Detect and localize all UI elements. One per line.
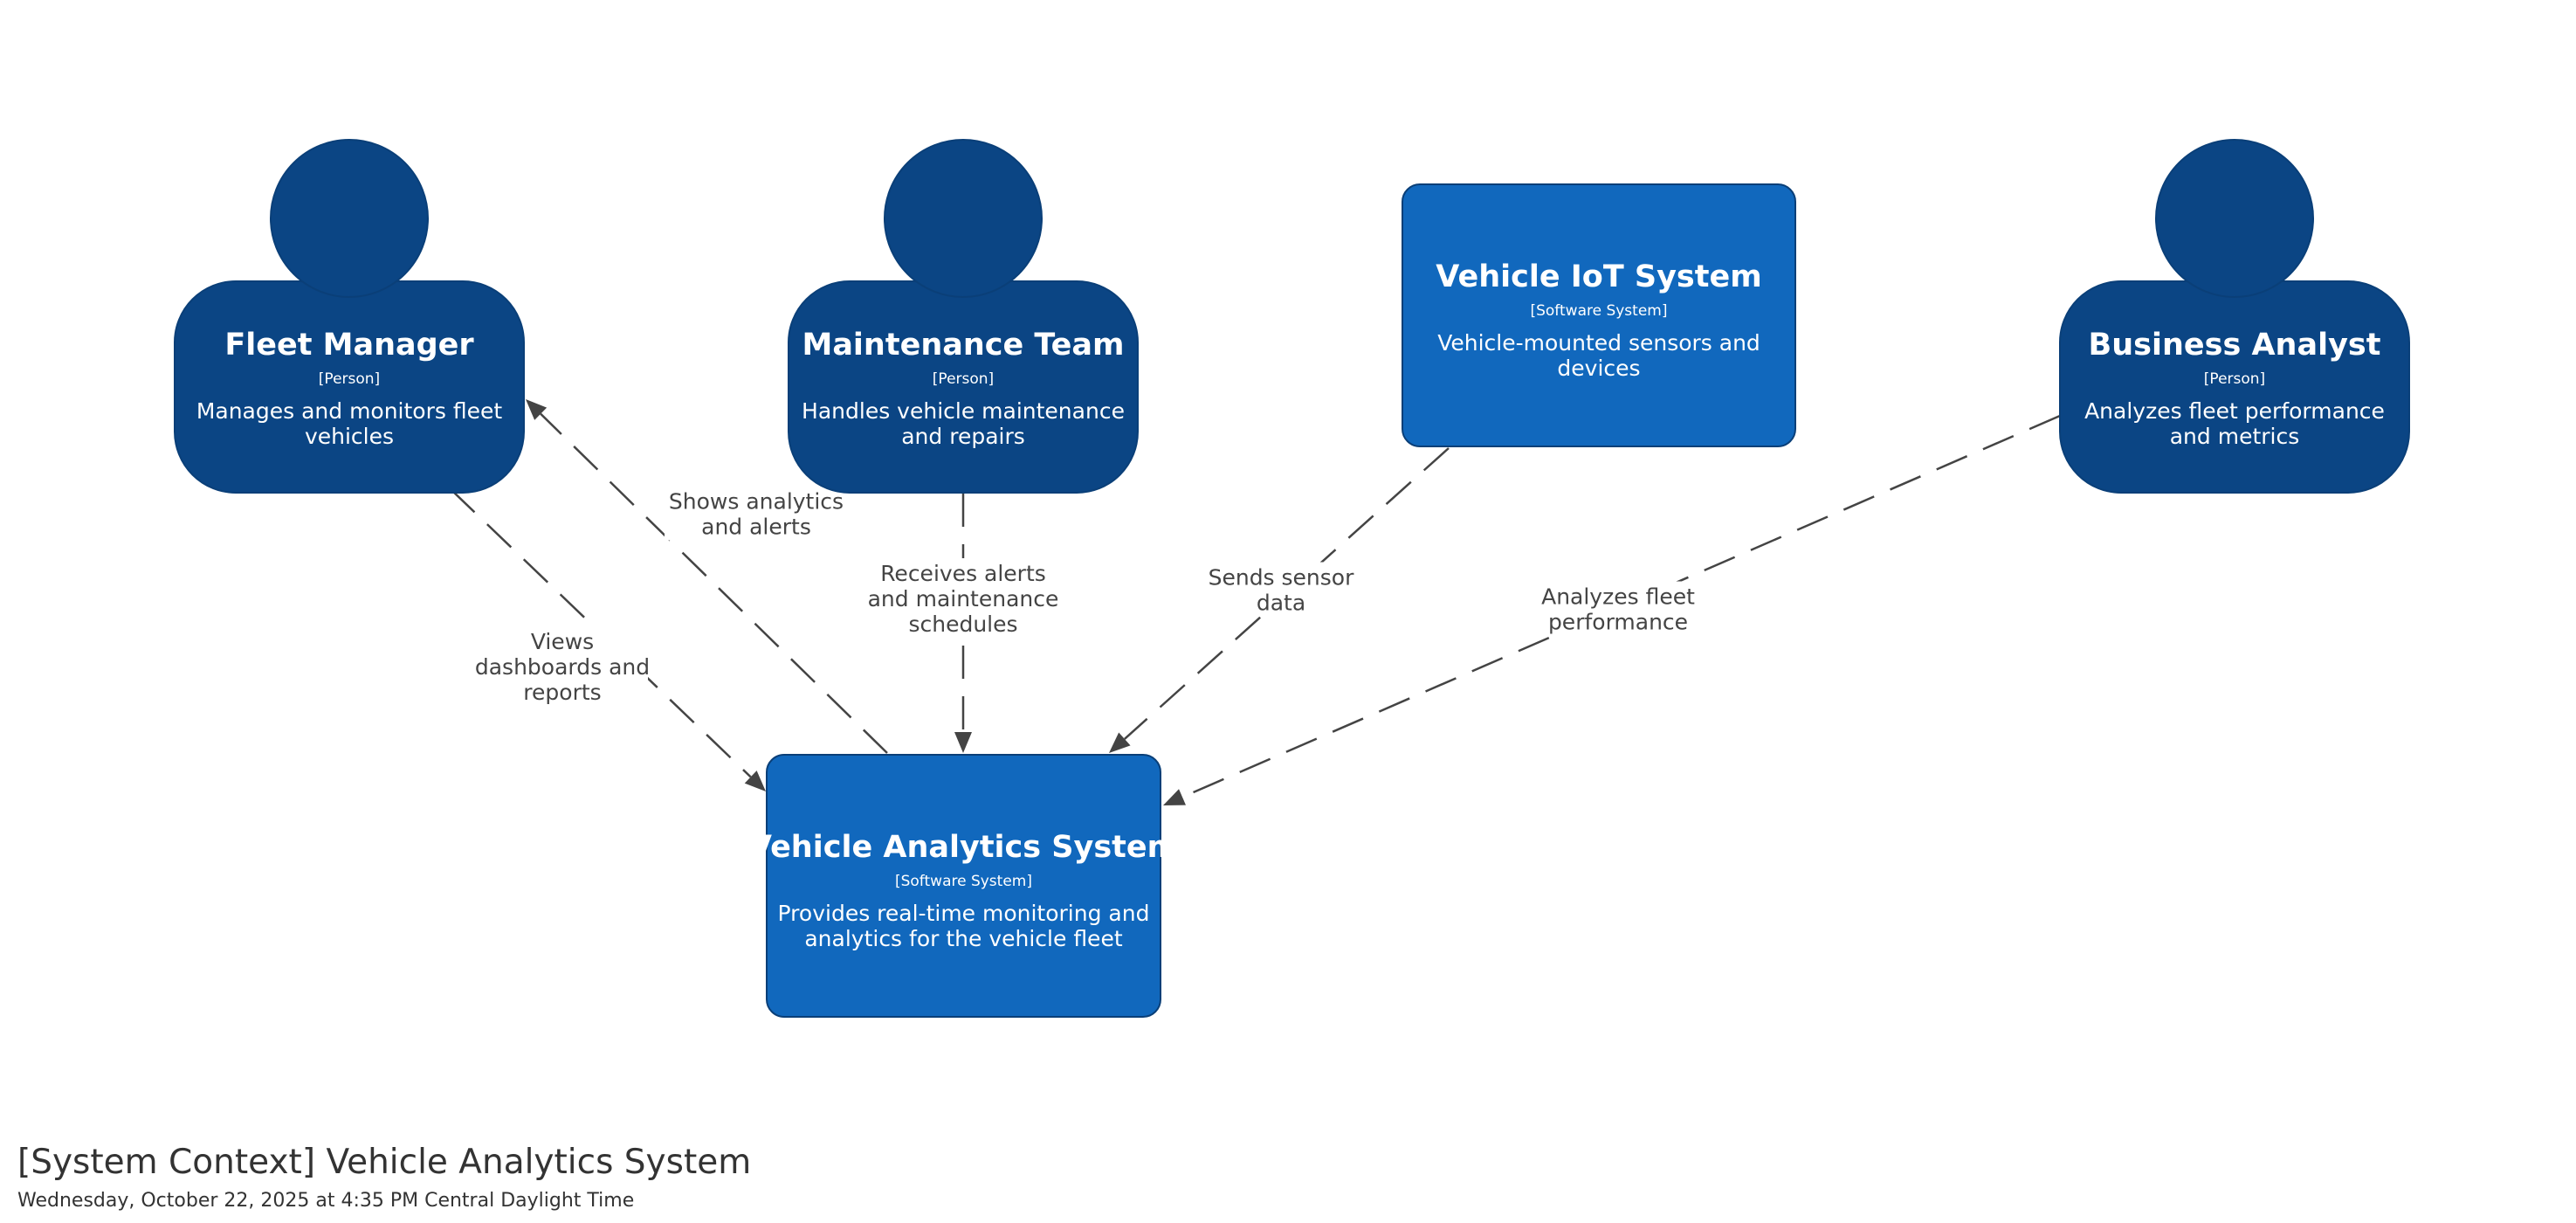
node-description-line: Handles vehicle maintenance (802, 398, 1125, 424)
node-type: [Software System] (1530, 302, 1667, 320)
edge-label-line: Shows analytics (669, 489, 844, 515)
node-fleet-manager[interactable]: Fleet Manager [Person] Manages and monitor… (174, 139, 525, 494)
edge-label-line: schedules (908, 612, 1017, 637)
edge-label-line: performance (1548, 610, 1688, 635)
node-description-line: devices (1557, 356, 1640, 381)
arrowhead-icon (1163, 789, 1186, 805)
edge-label-line: Receives alerts (880, 561, 1046, 586)
arrowhead-icon (954, 732, 972, 753)
edge-label-line: Analyzes fleet (1541, 584, 1695, 610)
person-head-icon (270, 139, 429, 298)
edge-label-line: and alerts (701, 515, 811, 540)
node-vehicle-analytics[interactable]: Vehicle Analytics System [Software System… (748, 754, 1179, 1018)
node-description-line: Manages and monitors fleet (196, 398, 503, 424)
edge-label-background (665, 486, 848, 541)
edge-line (540, 412, 888, 754)
node-title: Vehicle Analytics System (748, 830, 1179, 865)
edge-label-line: data (1257, 591, 1305, 616)
node-type: [Person] (319, 370, 380, 388)
node-type: [Software System] (895, 873, 1032, 890)
node-title: Vehicle IoT System (1436, 259, 1761, 294)
node-description-line: and repairs (901, 424, 1025, 449)
node-type: [Person] (2204, 370, 2265, 388)
node-title: Fleet Manager (224, 328, 474, 363)
node-maintenance-team[interactable]: Maintenance Team [Person] Handles vehicle … (788, 139, 1139, 494)
diagram-timestamp: Wednesday, October 22, 2025 at 4:35 PM C… (17, 1190, 635, 1212)
arrowhead-icon (744, 770, 766, 791)
edge-label-background (477, 626, 648, 706)
node-type: [Person] (933, 370, 994, 388)
node-description-line: analytics for the vehicle fleet (804, 926, 1122, 951)
person-head-icon (884, 139, 1043, 298)
arrowhead-icon (526, 399, 548, 420)
edge-label-line: Views (531, 629, 594, 654)
node-business-analyst[interactable]: Business Analyst [Person] Analyzes fleet p… (2059, 139, 2410, 494)
node-vehicle-iot[interactable]: Vehicle IoT System [Software System] Vehic… (1402, 183, 1796, 447)
diagram-title: [System Context] Vehicle Analytics Syste… (17, 1143, 752, 1182)
system-box (1402, 183, 1796, 447)
node-description-line: Provides real-time monitoring and (778, 901, 1150, 926)
node-title: Maintenance Team (802, 328, 1124, 363)
edge-label-line: reports (523, 680, 601, 705)
node-description-line: and metrics (2170, 424, 2300, 449)
edge-label-line: and maintenance (868, 586, 1059, 612)
system-box (766, 754, 1161, 1018)
edge-label-background (871, 558, 1055, 638)
arrowhead-icon (1109, 732, 1131, 753)
person-head-icon (2155, 139, 2314, 298)
node-title: Business Analyst (2089, 328, 2381, 363)
edge-label-line: dashboards and (475, 654, 650, 680)
edge-label-background (1208, 562, 1354, 617)
elements: Fleet Manager [Person] Manages and monitor… (174, 139, 2410, 1018)
node-description-line: vehicles (305, 424, 394, 449)
edge-label-background (1533, 581, 1704, 636)
edge-label-line: Sends sensor (1209, 565, 1355, 591)
node-description-line: Vehicle-mounted sensors and (1437, 330, 1760, 356)
node-description-line: Analyzes fleet performance (2084, 398, 2385, 424)
